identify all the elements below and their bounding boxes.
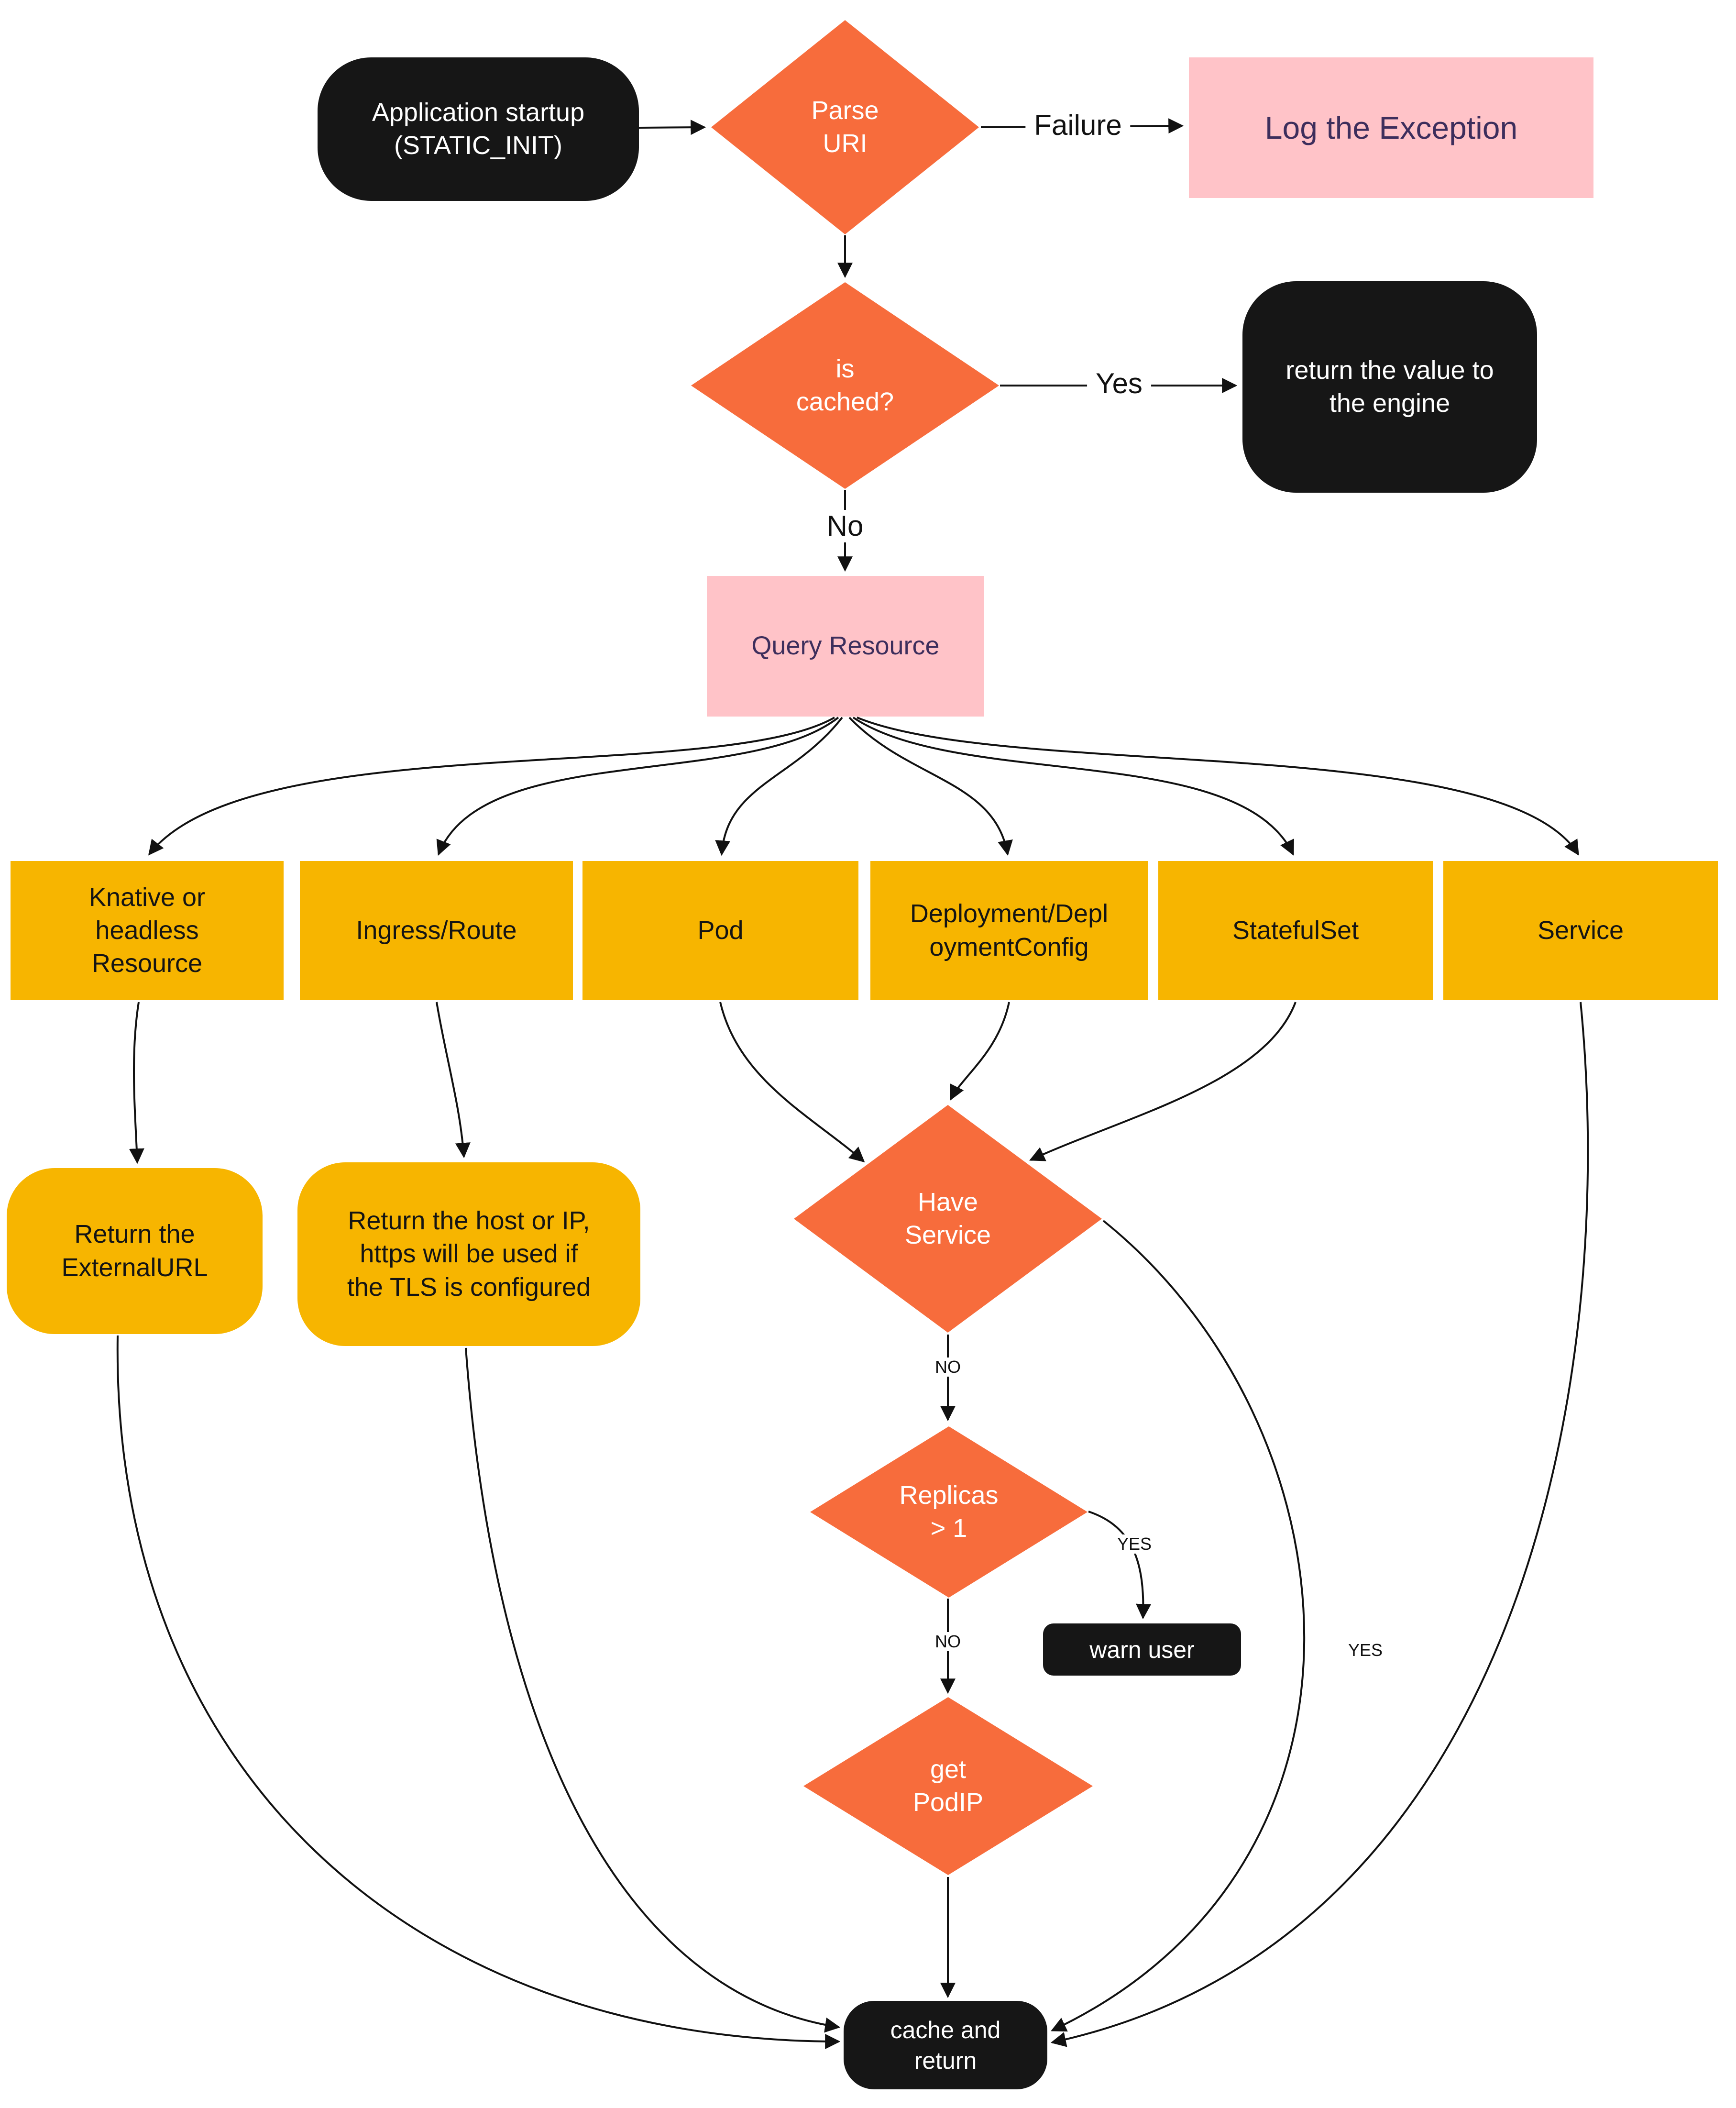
node-cache-and-return-label: cache and return bbox=[890, 2016, 1001, 2074]
node-knative-resource: Knative or headless Resource bbox=[11, 861, 284, 1000]
node-application-startup-label: Application startup (STATIC_INIT) bbox=[372, 98, 585, 160]
node-replicas-gt-1-label: Replicas > 1 bbox=[899, 1480, 999, 1543]
edge-label-no: No bbox=[818, 510, 872, 542]
node-service-label: Service bbox=[1537, 916, 1624, 945]
node-pod: Pod bbox=[582, 861, 858, 1000]
edge-app-startup-to-parse-uri bbox=[638, 120, 706, 135]
edge-query-to-statefulset bbox=[852, 717, 1294, 856]
edge-deployment-to-have-service bbox=[950, 1002, 1010, 1101]
node-parse-uri-label: Parse URI bbox=[811, 96, 879, 158]
node-return-value-to-engine-label: return the value to the engine bbox=[1286, 355, 1494, 418]
node-return-host-or-ip: Return the host or IP, https will be use… bbox=[297, 1162, 640, 1346]
node-return-value-to-engine: return the value to the engine bbox=[1242, 281, 1537, 493]
node-query-resource: Query Resource bbox=[707, 576, 984, 717]
node-deployment-deploymentconfig-label: Deployment/Depl oymentConfig bbox=[910, 899, 1109, 961]
edge-ingress-to-return-host bbox=[436, 1002, 471, 1159]
edge-pod-to-have-service bbox=[719, 1002, 865, 1163]
node-log-exception-label: Log the Exception bbox=[1264, 110, 1518, 145]
node-return-externalurl: Return the ExternalURL bbox=[7, 1168, 263, 1334]
node-pod-label: Pod bbox=[697, 916, 744, 945]
edge-label-no-have-service: NO bbox=[930, 1358, 966, 1377]
node-service: Service bbox=[1443, 861, 1718, 1000]
node-have-service-label: Have Service bbox=[904, 1187, 991, 1249]
node-cache-and-return: cache and return bbox=[844, 2001, 1047, 2089]
edge-query-to-deployment bbox=[848, 717, 1013, 856]
edge-service-to-cache-return bbox=[1050, 1002, 1589, 2047]
edge-label-yes-have-service: YES bbox=[1343, 1641, 1388, 1660]
edge-knative-to-return-externalurl bbox=[129, 1002, 144, 1164]
edge-label-yes: Yes bbox=[1087, 367, 1151, 400]
edge-label-yes-replicas: YES bbox=[1112, 1534, 1157, 1554]
node-warn-user-label: warn user bbox=[1089, 1636, 1195, 1663]
node-ingress-route: Ingress/Route bbox=[300, 861, 573, 1000]
node-warn-user: warn user bbox=[1043, 1623, 1241, 1676]
node-statefulset: StatefulSet bbox=[1158, 861, 1433, 1000]
edge-return-host-to-cache-return bbox=[465, 1347, 841, 2033]
node-application-startup: Application startup (STATIC_INIT) bbox=[318, 57, 639, 201]
node-statefulset-label: StatefulSet bbox=[1232, 916, 1359, 945]
edge-query-to-ingress bbox=[436, 717, 839, 856]
node-ingress-route-label: Ingress/Route bbox=[356, 916, 517, 945]
node-get-podip-label: get PodIP bbox=[912, 1755, 984, 1817]
node-is-cached-label: is cached? bbox=[796, 354, 894, 416]
edge-query-to-pod bbox=[715, 717, 843, 856]
edge-return-externalurl-to-cache-return bbox=[116, 1335, 841, 2049]
edge-have-service-to-cache-return bbox=[1051, 1220, 1306, 2032]
node-query-resource-label: Query Resource bbox=[751, 631, 940, 661]
node-deployment-deploymentconfig: Deployment/Depl oymentConfig bbox=[870, 861, 1148, 1000]
node-return-host-or-ip-label: Return the host or IP, https will be use… bbox=[347, 1206, 591, 1302]
node-knative-resource-label: Knative or headless Resource bbox=[88, 883, 206, 978]
edge-query-to-service bbox=[857, 717, 1579, 856]
edge-statefulset-to-have-service bbox=[1029, 1002, 1297, 1161]
edge-label-no-replicas: NO bbox=[930, 1632, 966, 1651]
node-log-exception: Log the Exception bbox=[1189, 57, 1593, 198]
edge-query-to-knative bbox=[148, 717, 835, 856]
node-return-externalurl-label: Return the ExternalURL bbox=[61, 1220, 208, 1282]
edge-label-failure: Failure bbox=[1025, 109, 1131, 142]
edge-replicas-to-warn-user bbox=[1088, 1511, 1152, 1620]
